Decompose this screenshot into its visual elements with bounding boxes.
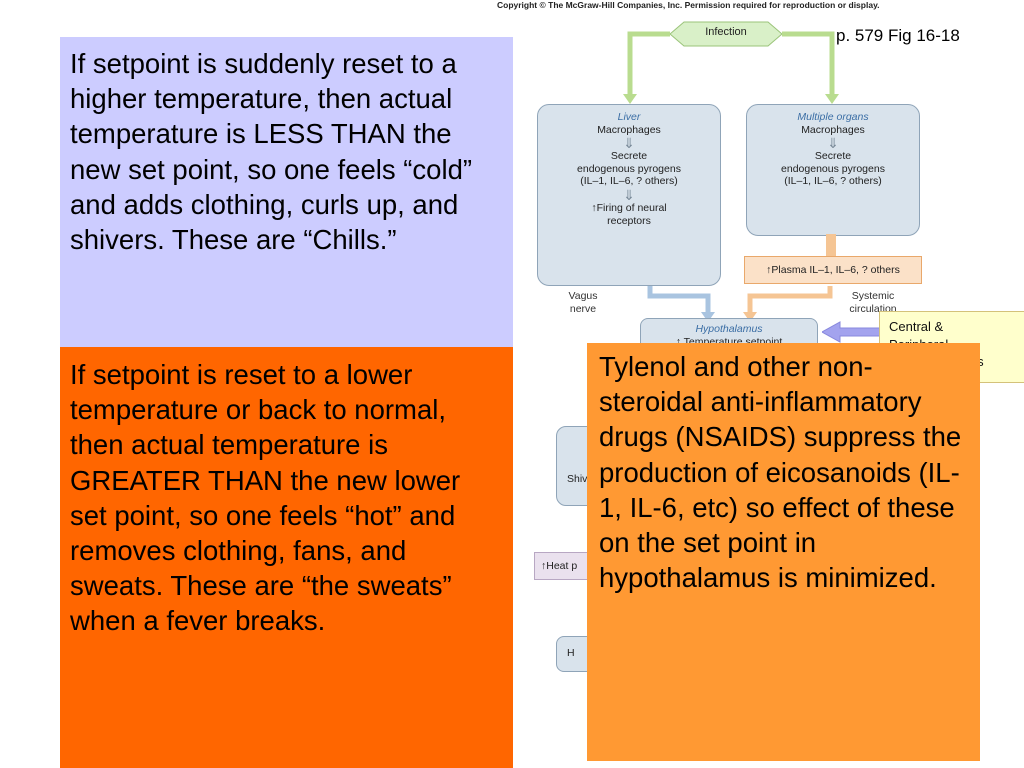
liver-label: Liver	[617, 111, 641, 123]
liver-secrete-2: endogenous pyrogens	[577, 162, 681, 175]
figure-reference: p. 579 Fig 16-18	[836, 26, 960, 45]
heat-label: ↑Heat p	[541, 560, 578, 572]
sweats-text: If setpoint is reset to a lower temperat…	[70, 359, 461, 637]
down-arrow-icon: ⇓	[827, 135, 839, 152]
liver-box: Liver Macrophages ⇓ Secrete endogenous p…	[537, 104, 721, 286]
systemic-line-1: Systemic	[851, 290, 895, 302]
multiple-organs-box: Multiple organs Macrophages ⇓ Secrete en…	[746, 104, 920, 236]
liver-secrete-1: Secrete	[610, 150, 648, 163]
down-arrow-icon: ⇓	[623, 186, 635, 203]
organs-secrete-3: (IL–1, IL–6, ? others)	[784, 175, 882, 188]
thermoreceptor-arrow-icon	[822, 321, 881, 343]
nsaids-box: Tylenol and other non-steroidal anti-inf…	[587, 343, 980, 761]
fever-diagram: Infection Liver Macrophages ⇓ Secrete en…	[520, 14, 1024, 768]
chills-text: If setpoint is suddenly reset to a highe…	[70, 48, 473, 255]
down-arrow-icon: ⇓	[623, 135, 635, 152]
vagus-line-2: nerve	[569, 302, 597, 315]
liver-cell: Macrophages	[597, 123, 661, 136]
vagus-label: Vagus nerve	[558, 290, 608, 315]
liver-firing-2: receptors	[607, 214, 651, 227]
copyright-notice: Copyright © The McGraw-Hill Companies, I…	[497, 0, 880, 10]
hypothalamus-label: Hypothalamus	[695, 323, 763, 335]
liver-firing-1: ↑Firing of neural	[591, 201, 667, 214]
nsaids-text: Tylenol and other non-steroidal anti-inf…	[599, 351, 962, 594]
vagus-line-1: Vagus	[568, 290, 598, 302]
plasma-box: ↑Plasma IL–1, IL–6, ? others	[744, 256, 922, 284]
organs-cell: Macrophages	[801, 123, 865, 136]
organs-label: Multiple organs	[797, 111, 869, 123]
organs-secrete-2: endogenous pyrogens	[781, 162, 885, 175]
h-label: H	[567, 647, 575, 659]
shiv-label: Shiv	[567, 473, 588, 485]
diagram-connectors	[623, 21, 839, 322]
sweats-box: If setpoint is reset to a lower temperat…	[60, 347, 513, 768]
organs-secrete-1: Secrete	[814, 150, 852, 163]
chills-box: If setpoint is suddenly reset to a highe…	[60, 37, 513, 347]
infection-label: Infection	[705, 26, 747, 38]
liver-secrete-3: (IL–1, IL–6, ? others)	[580, 175, 678, 188]
callout-line-1: Central &	[889, 319, 944, 334]
